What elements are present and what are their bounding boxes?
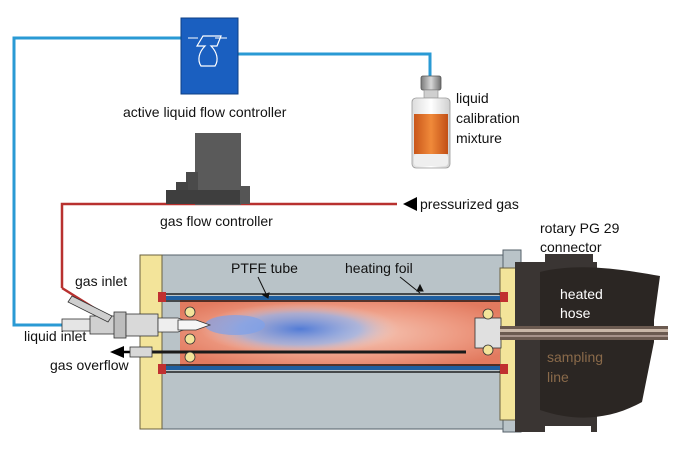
sampling-line-label-line2: line — [547, 369, 569, 385]
liquid-label-line3: mixture — [456, 130, 502, 146]
calibration-vial — [411, 75, 451, 169]
liquid-inlet-label: liquid inlet — [24, 328, 86, 344]
rotary-connector-label-line1: rotary PG 29 — [540, 220, 620, 236]
sampling-line-label-line1: sampling — [547, 349, 603, 365]
right-fitting — [474, 308, 502, 356]
liquid-inlet-fitting — [61, 306, 212, 363]
gas-flow-controller — [166, 133, 250, 205]
liquid-line — [12, 36, 432, 327]
heated-hose-label-line2: hose — [560, 305, 591, 321]
rotary-connector-label-line2: connector — [540, 239, 602, 255]
active-flow-controller-label: active liquid flow controller — [123, 104, 287, 120]
liquid-label-line2: calibration — [456, 110, 520, 126]
heated-hose — [540, 267, 660, 418]
pressurized-gas-label: pressurized gas — [420, 196, 519, 212]
gas-overflow-label: gas overflow — [50, 357, 129, 373]
pump-icon — [195, 35, 222, 67]
ptfe-tube-label: PTFE tube — [231, 260, 298, 276]
active-flow-controller — [180, 17, 239, 95]
gas-inlet-fitting — [67, 295, 113, 323]
gas-flow-controller-label: gas flow controller — [160, 213, 273, 229]
heated-chamber — [158, 292, 508, 374]
heating-foil-label: heating foil — [345, 260, 413, 276]
heated-hose-label-line1: heated — [560, 286, 603, 302]
gas-overflow-arrow — [110, 346, 153, 358]
sampling-line — [500, 326, 668, 340]
liquid-label-line1: liquid — [456, 90, 489, 106]
gas-inlet-label: gas inlet — [75, 273, 127, 289]
pressurized-gas-arrow — [403, 197, 417, 211]
leader-lines — [257, 276, 424, 299]
